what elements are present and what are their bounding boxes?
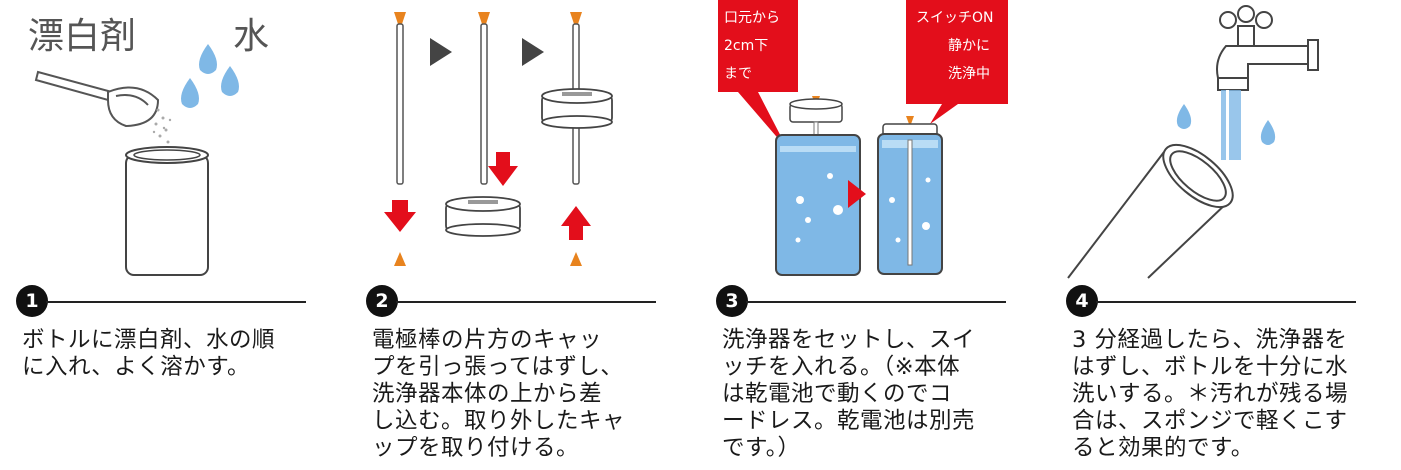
electrode-rod-icon [394,12,406,266]
electrode-rod-icon [478,12,490,185]
callout-left-line-3: まで [724,66,752,82]
step-number-badge: 2 [366,285,398,317]
callout-left: 口元から 2cm下 まで [718,0,798,150]
arrow-up-icon [561,206,591,240]
arrow-right-icon [430,38,452,66]
step-number-badge: 1 [16,285,48,317]
step-number-badge: 3 [716,285,748,317]
step-2-description: 電極棒の片方のキャッ プを引っ張ってはずし、 洗浄器本体の上から差 し込む。取り… [372,327,626,461]
step-number-badge: 4 [1066,285,1098,317]
step-4-description: 3 分経過したら、洗浄器を はずし、ボトルを十分に水 洗いする。＊汚れが残る場 … [1072,327,1349,461]
divider-line [746,301,1006,303]
callout-left-line-2: 2cm下 [724,38,768,54]
step-3: 口元から 2cm下 まで スイッチON 静かに 洗浄中 [708,0,1048,470]
bottle-with-cleaner-icon [877,116,943,275]
callout-right-line-1: スイッチON [916,10,994,26]
water-drop-icon [1176,104,1276,145]
step-3-heading: 3 [716,285,1006,317]
water-label: 水 [233,16,269,57]
bottle-with-cleaner-icon [775,96,861,276]
step-3-illustration: 口元から 2cm下 まで スイッチON 静かに 洗浄中 [718,0,1008,276]
step-1-description: ボトルに漂白剤、水の順 に入れ、よく溶かす。 [22,327,276,380]
cleaner-body-icon [445,196,521,237]
scoop-icon [34,70,160,128]
step-2-heading: 2 [366,285,656,317]
callout-left-line-1: 口元から [724,10,780,26]
powder-particles [152,108,172,144]
divider-line [1096,301,1356,303]
step-1: 漂白剤 水 1 ボトルに漂白剤、水の順 に入れ、よく溶かす。 [8,0,348,470]
bottle-icon [125,146,209,276]
arrow-right-icon [522,38,544,66]
step-1-heading: 1 [16,285,306,317]
divider-line [396,301,656,303]
arrow-down-icon [384,200,416,232]
arrow-down-icon [488,152,518,186]
step-1-illustration: 漂白剤 水 [28,16,269,276]
water-drop-icon [181,44,239,108]
step-4-illustration [1058,5,1319,280]
step-4: 4 3 分経過したら、洗浄器を はずし、ボトルを十分に水 洗いする。＊汚れが残る… [1058,0,1398,470]
callout-right-line-3: 洗浄中 [948,66,990,82]
step-2-illustration [384,12,613,266]
divider-line [46,301,306,303]
faucet-icon [1216,5,1319,91]
tilted-bottle-icon [1058,143,1234,280]
cleaner-body-icon [541,88,613,129]
step-4-heading: 4 [1066,285,1356,317]
step-2: 2 電極棒の片方のキャッ プを引っ張ってはずし、 洗浄器本体の上から差 し込む。… [358,0,698,470]
callout-right: スイッチON 静かに 洗浄中 [906,0,1008,124]
bleach-label: 漂白剤 [28,16,136,57]
step-3-description: 洗浄器をセットし、スイ ッチを入れる。（※本体 は乾電池で動くのでコ ードレス。… [722,327,976,461]
water-stream-icon [1221,90,1241,160]
arrow-right-icon [848,180,866,208]
callout-right-line-2: 静かに [948,38,990,54]
